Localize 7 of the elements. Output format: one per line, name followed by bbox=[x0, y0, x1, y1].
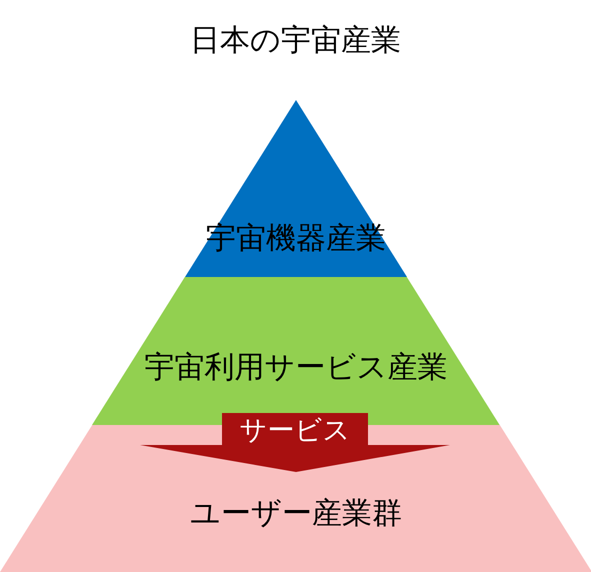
block-arrow bbox=[140, 413, 450, 472]
edge-label: サービス bbox=[238, 415, 352, 447]
title: 日本の宇宙産業 bbox=[190, 23, 401, 58]
band-label: 宇宙機器産業 bbox=[206, 221, 386, 256]
band-label: 宇宙利用サービス産業 bbox=[144, 350, 448, 385]
pyramid-top bbox=[185, 100, 407, 277]
band-label: ユーザー産業群 bbox=[190, 496, 402, 531]
